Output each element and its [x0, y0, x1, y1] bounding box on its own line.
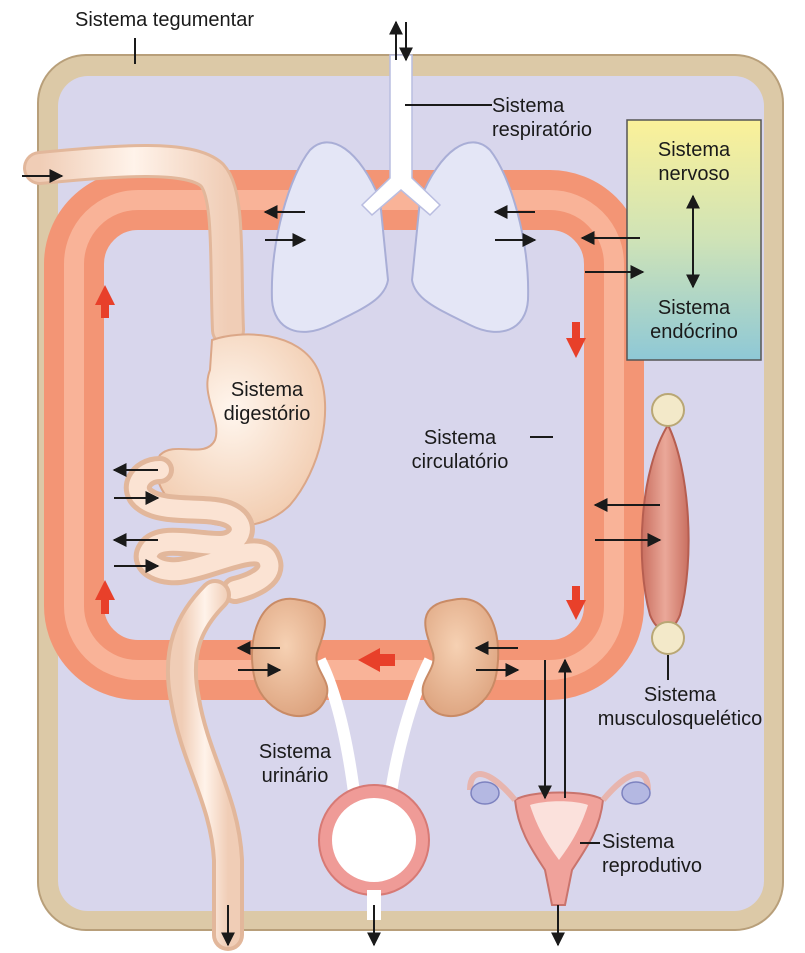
bone-bottom: [652, 622, 684, 654]
right-ovary: [622, 782, 650, 804]
circulatory-label: Sistema circulatório: [395, 426, 525, 474]
digestive-label: Sistema digestório: [207, 378, 327, 426]
urinary-label: Sistema urinário: [240, 740, 350, 788]
reproductive-label: Sistema reprodutivo: [602, 830, 702, 878]
left-ovary: [471, 782, 499, 804]
respiratory-label: Sistema respiratório: [492, 94, 592, 142]
integumentary-label: Sistema tegumentar: [75, 8, 254, 32]
bone-top: [652, 394, 684, 426]
nervous-label: Sistema nervoso: [628, 138, 760, 186]
endocrine-label: Sistema endócrino: [628, 296, 760, 344]
musculoskeletal-label: Sistema musculosquelético: [590, 683, 770, 731]
